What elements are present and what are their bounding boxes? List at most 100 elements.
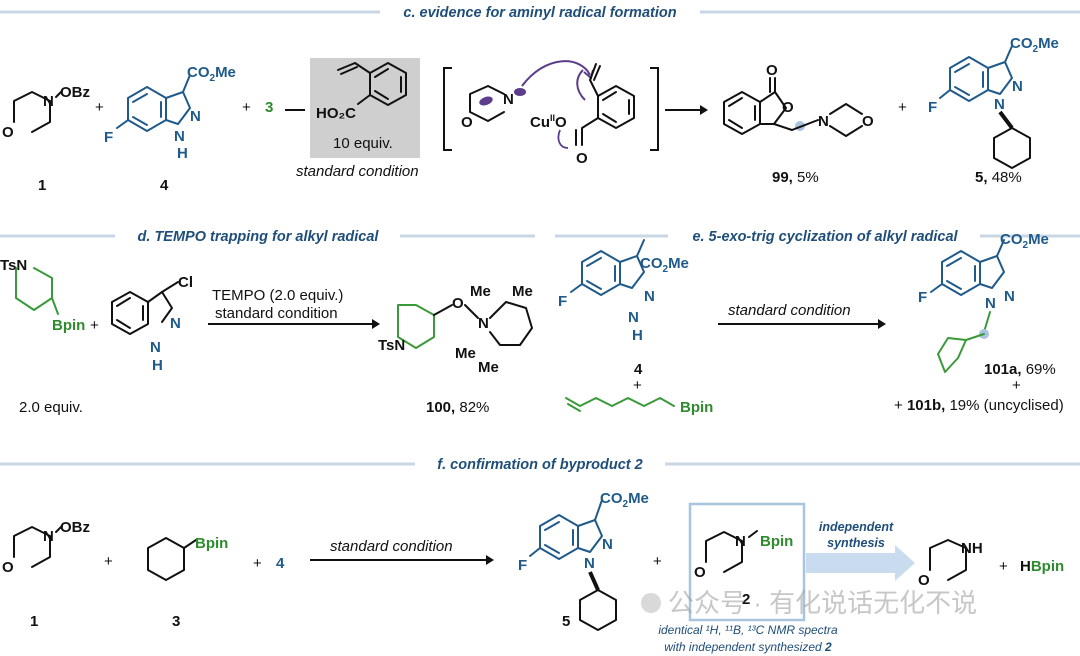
atom-nh: N	[150, 339, 161, 356]
atom-n: N	[503, 91, 514, 108]
product-101a-label: 101a, 69%	[984, 361, 1056, 378]
atom-o: O	[918, 572, 930, 589]
nmr-note-line1: identical ¹H, ¹¹B, ¹³C NMR spectra	[658, 623, 838, 637]
atom-n: N	[1012, 78, 1023, 95]
product-100: TsN O N Me Me Me Me 100, 82%	[378, 283, 533, 416]
atom-me: Me	[455, 345, 476, 362]
plus-sign: +	[95, 99, 104, 116]
label-4: 4	[634, 361, 643, 378]
atom-tsn: TsN	[0, 257, 27, 274]
atom-o-ring: O	[782, 99, 794, 116]
atom-n1: N	[985, 295, 996, 312]
compound-1-morpholine-obz: N O OBz 1	[2, 84, 90, 194]
atom-o: O	[2, 559, 14, 576]
reagent-line2: standard condition	[215, 305, 338, 322]
arrow-label-2: synthesis	[827, 536, 885, 550]
atom-o: O	[2, 124, 14, 141]
atom-bpin: Bpin	[680, 399, 713, 416]
label-1: 1	[38, 177, 46, 194]
atom-cl: Cl	[178, 274, 193, 291]
atom-nh: NH	[961, 540, 983, 557]
atom-h: H	[632, 327, 643, 344]
reagent-4: 4	[276, 555, 285, 572]
label-3: 3	[172, 613, 180, 630]
atom-n: N	[170, 315, 181, 332]
atom-obz: OBz	[60, 84, 90, 101]
reagent-3: 3	[265, 99, 273, 116]
atom-o: O	[694, 564, 706, 581]
morpholine-product: NH O	[918, 539, 983, 589]
watermark-text: 公众号 · 有化说话无化不说	[668, 588, 977, 618]
atom-tsn: TsN	[378, 337, 405, 354]
hexenyl-bpin: Bpin	[565, 397, 713, 416]
plus-sign: +	[1012, 377, 1021, 394]
atom-obz: OBz	[60, 519, 90, 536]
condition-text: standard condition	[296, 163, 419, 180]
hbpin: HBpin	[1020, 558, 1064, 575]
atom-nh: N	[628, 309, 639, 326]
chloro-indazole: Cl N N H	[111, 274, 193, 374]
atom-nh-n: N	[174, 128, 185, 145]
label-1: 1	[30, 613, 38, 630]
atom-n: N	[602, 536, 613, 553]
atom-f: F	[558, 293, 567, 310]
atom-f: F	[918, 289, 927, 306]
atom-n: N	[43, 528, 54, 545]
atom-n: N	[190, 108, 201, 125]
watermark: 公众号 · 有化说话无化不说	[641, 588, 977, 618]
atom-co2me: CO2Me	[1000, 231, 1049, 251]
compound-3-cyclohexyl-bpin: Bpin 3	[147, 535, 228, 630]
compound-1-f: N O OBz 1	[2, 519, 90, 630]
product-5-f: CO2Me N N F 5	[518, 490, 649, 631]
product-99: O O N O 99, 5%	[723, 62, 874, 186]
tsn-piperidine-bpin: TsN Bpin 2.0 equiv.	[0, 257, 85, 416]
byproduct-2-box: N O Bpin 2	[688, 502, 806, 622]
atom-f: F	[104, 129, 113, 146]
nmr-note-line2: with independent synthesized 2	[664, 640, 832, 654]
plus-sign: +	[90, 317, 99, 334]
section-c-title: c. evidence for aminyl radical formation	[403, 5, 676, 21]
atom-o: O	[452, 295, 464, 312]
atom-co2me: CO2Me	[640, 255, 689, 275]
plus-sign: +	[253, 555, 262, 572]
plus-sign: +	[898, 99, 907, 116]
atom-n: N	[1004, 288, 1015, 305]
label-4: 4	[160, 177, 169, 194]
atom-n: N	[735, 533, 746, 550]
label-2: 2	[742, 591, 750, 608]
plus-sign: +	[653, 553, 662, 570]
atom-n: N	[478, 315, 489, 332]
condition-text: standard condition	[330, 538, 453, 555]
divider-lines	[0, 10, 1080, 466]
atom-o-carbonyl: O	[576, 150, 588, 167]
radical-intermediate: N O O CuIIO	[443, 60, 659, 167]
product-5: CO2Me N N F 5, 48%	[928, 35, 1059, 186]
vinylbenzoic-acid-box: HO₂C 10 equiv.	[310, 58, 420, 158]
compound-4-indazole: CO2Me N N H F 4	[104, 64, 236, 194]
atom-o: O	[766, 62, 778, 79]
atom-n: N	[818, 113, 829, 130]
atom-n: N	[644, 288, 655, 305]
atom-me: Me	[478, 359, 499, 376]
atom-n1: N	[584, 555, 595, 572]
condition-text: standard condition	[728, 302, 851, 319]
section-f-title: f. confirmation of byproduct 2	[437, 457, 642, 473]
plus-sign: +	[999, 558, 1008, 575]
compound-4-e: CO2Me N N H F 4 +	[558, 239, 689, 394]
atom-h: H	[177, 145, 188, 162]
atom-cu: CuIIO	[530, 113, 567, 131]
product-99-label: 99, 5%	[772, 169, 819, 186]
product-101a: CO2Me N N F 101a, 69% + + 101b, 19% (unc…	[894, 231, 1064, 414]
plus-sign: +	[242, 99, 251, 116]
atom-bpin: Bpin	[52, 317, 85, 334]
product-5-label: 5, 48%	[975, 169, 1022, 186]
product-100-label: 100, 82%	[426, 399, 489, 416]
atom-o: O	[461, 114, 473, 131]
product-101b-label: + 101b, 19% (uncyclised)	[894, 397, 1064, 414]
atom-f: F	[928, 99, 937, 116]
independent-synthesis-arrow: independent synthesis	[806, 520, 915, 581]
section-d-title: d. TEMPO trapping for alkyl radical	[138, 229, 380, 245]
label-5: 5	[562, 613, 570, 630]
atom-f: F	[518, 557, 527, 574]
arrow-label-1: independent	[819, 520, 894, 534]
